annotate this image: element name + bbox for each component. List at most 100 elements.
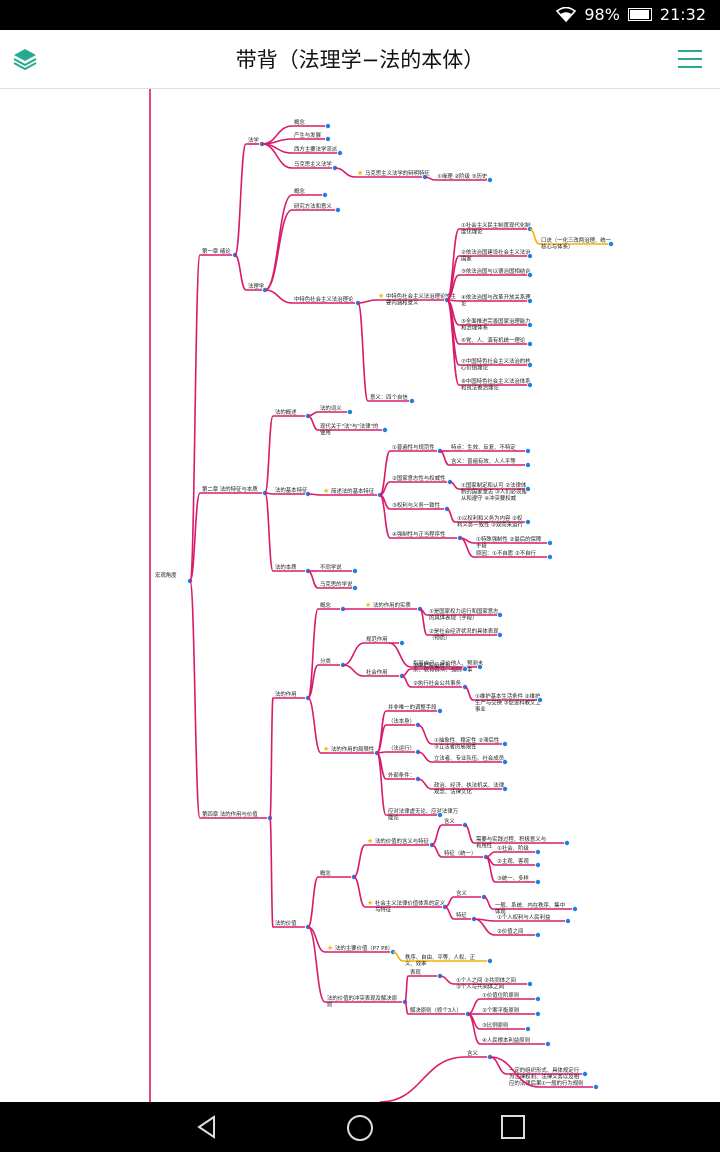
expand-node[interactable]	[535, 849, 542, 856]
expand-node[interactable]	[608, 240, 615, 247]
expand-node[interactable]	[398, 640, 405, 647]
expand-node[interactable]	[525, 1026, 532, 1033]
expand-node[interactable]	[582, 1071, 589, 1078]
layers-icon[interactable]	[12, 46, 38, 72]
expand-node[interactable]	[461, 666, 468, 673]
expand-node[interactable]	[351, 567, 358, 574]
expand-node[interactable]	[547, 539, 554, 546]
branch-line	[264, 415, 274, 494]
node-label: ②主观、客观	[497, 857, 529, 865]
expand-node[interactable]	[527, 361, 534, 368]
branch-line	[439, 450, 450, 466]
expand-node[interactable]	[545, 1041, 552, 1048]
expand-node[interactable]	[486, 958, 493, 965]
node-label: 产生与发展	[294, 131, 322, 139]
expand-node[interactable]	[486, 177, 493, 184]
node-label: 特点：生效、反复、不特定	[451, 443, 516, 451]
expand-node[interactable]	[436, 708, 443, 715]
star-icon: ★	[357, 169, 363, 177]
expand-node[interactable]	[537, 697, 544, 704]
battery-percent: 98%	[584, 5, 620, 24]
expand-node[interactable]	[525, 518, 532, 525]
status-right: 98% 21:32	[556, 5, 706, 24]
expand-node[interactable]	[501, 741, 508, 748]
expand-node[interactable]	[527, 271, 534, 278]
expand-node[interactable]	[501, 759, 508, 766]
node-label: 法的价值的含义与特征	[375, 837, 430, 845]
node-label: ①抽象性、稳定性 ②滞后性	[434, 736, 500, 744]
expand-node[interactable]	[336, 150, 343, 157]
expand-node[interactable]	[527, 981, 534, 988]
mindmap-canvas[interactable]: 宏观角度第一章 绪论法学概念产生与发展西方主要法学流派马克思主义法学★马克思主义…	[0, 89, 720, 1102]
branch-line	[357, 302, 369, 402]
expand-node[interactable]	[381, 426, 388, 433]
branch-line	[269, 817, 274, 928]
node-label: 分类	[320, 657, 331, 665]
menu-icon[interactable]	[678, 49, 702, 69]
expand-node[interactable]	[535, 932, 542, 939]
expand-node[interactable]	[501, 786, 508, 793]
node-label: 生产与交换 ③促进科教文卫	[475, 698, 541, 706]
expand-node[interactable]	[346, 408, 353, 415]
node-label: ①国家制定和认可 ②法律体	[461, 481, 527, 489]
node-label: 原因：①不自愿 ②不自行	[476, 549, 537, 557]
expand-node[interactable]	[334, 207, 341, 214]
expand-node[interactable]	[527, 297, 534, 304]
node-label: 含义	[456, 889, 467, 897]
expand-node[interactable]	[321, 192, 328, 199]
node-label: 外部条件：	[388, 771, 415, 779]
branch-line	[307, 415, 319, 431]
expand-node[interactable]	[324, 123, 331, 130]
expand-node[interactable]	[535, 862, 542, 869]
node-label: （物质）	[429, 633, 451, 641]
expand-node[interactable]	[527, 252, 534, 259]
branch-line	[307, 926, 326, 1003]
page-title: 带背（法理学−法的本体）	[235, 48, 485, 72]
expand-node[interactable]	[496, 612, 503, 619]
expand-node[interactable]	[535, 996, 542, 1003]
expand-node[interactable]	[324, 136, 331, 143]
expand-node[interactable]	[535, 879, 542, 886]
node-label: ①个人权利与人民利益	[497, 913, 551, 921]
expand-node[interactable]	[527, 381, 534, 388]
node-label: 含义：普遍有效、人人平等	[451, 457, 516, 465]
expand-node[interactable]	[527, 321, 534, 328]
expand-node[interactable]	[527, 340, 534, 347]
home-icon[interactable]	[346, 1114, 374, 1142]
node-label: 概念	[320, 869, 331, 877]
node-label: 需要与实践过程、积极意义与	[476, 835, 546, 843]
expand-node[interactable]	[535, 1011, 542, 1018]
branch-line	[431, 824, 443, 846]
expand-node[interactable]	[436, 812, 443, 819]
expand-node[interactable]	[547, 553, 554, 560]
branch-line	[483, 896, 494, 910]
node-label: 概念	[320, 601, 331, 609]
branch-line	[464, 824, 475, 844]
expand-node[interactable]	[572, 906, 579, 913]
expand-node[interactable]	[564, 840, 571, 847]
branch-line	[307, 664, 319, 699]
branch-line	[401, 668, 412, 677]
branch-line	[529, 228, 540, 245]
node-label: 第四章 法的作用与价值	[202, 810, 258, 818]
expand-node[interactable]	[408, 397, 415, 404]
expand-node[interactable]	[525, 447, 532, 454]
expand-node[interactable]	[496, 632, 503, 639]
expand-node[interactable]	[525, 485, 532, 492]
node-label: 解决原则（修个3人）	[410, 1006, 462, 1014]
node-label: ③依法治国与以德治国相结合	[461, 267, 531, 275]
node-label: ④依法治国与改革开放关系理	[461, 293, 531, 301]
node-label: 法的作用	[275, 690, 297, 698]
expand-node[interactable]	[476, 664, 483, 671]
node-label: ①维护阶级统治	[413, 661, 451, 669]
node-label: ①社会、阶级	[497, 844, 529, 852]
branch-line	[401, 675, 412, 688]
recents-icon[interactable]	[500, 1114, 526, 1140]
node-label: ⑥党、人、演有机统一理论	[461, 336, 526, 344]
expand-node[interactable]	[565, 918, 572, 925]
expand-node[interactable]	[593, 1084, 600, 1091]
expand-node[interactable]	[525, 461, 532, 468]
expand-node[interactable]	[351, 584, 358, 591]
back-icon[interactable]	[194, 1114, 220, 1140]
